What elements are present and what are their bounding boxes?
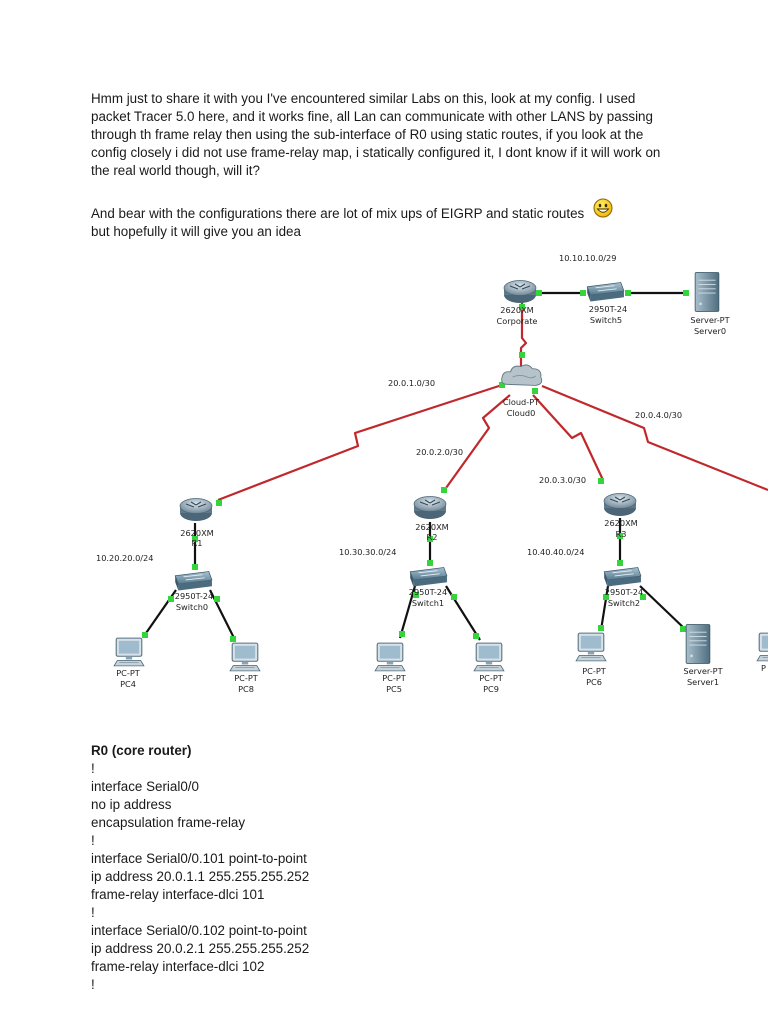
switch2-icon — [603, 567, 642, 587]
label-link-2: 20.0.2.0/30 — [416, 447, 463, 457]
switch0-icon — [174, 571, 213, 591]
eth-switch0-pc8 — [209, 589, 236, 641]
label-switch5-name: Switch5 — [590, 315, 622, 325]
label-server1-name: Server1 — [687, 677, 719, 687]
label-lan-r2: 10.30.30.0/24 — [339, 547, 396, 557]
r2-router-icon — [413, 495, 447, 520]
label-switch0-model: 2950T-24 — [175, 591, 213, 601]
label-pc9-name: PC9 — [483, 684, 499, 694]
label-switch2-name: Switch2 — [608, 598, 640, 608]
switch1-icon — [409, 567, 448, 587]
label-server1-model: Server-PT — [683, 666, 723, 676]
label-cloud-model: Cloud-PT — [503, 397, 540, 407]
intro-line: packet Tracer 5.0 here, and it works fin… — [91, 109, 653, 124]
config-line: ip address 20.0.2.1 255.255.255.252 — [91, 941, 310, 956]
network-topology-diagram: 10.10.10.0/29 2620XM Corporate 2950T-24 … — [96, 253, 768, 694]
config-line: frame-relay interface-dlci 102 — [91, 959, 265, 974]
label-link-3: 20.0.3.0/30 — [539, 475, 586, 485]
label-cloud-name: Cloud0 — [507, 408, 536, 418]
label-corporate-lan: 10.10.10.0/29 — [559, 253, 616, 263]
config-line: interface Serial0/0 — [91, 779, 199, 794]
config-listing: R0 (core router) ! interface Serial0/0 n… — [91, 742, 691, 994]
label-switch1-model: 2950T-24 — [409, 587, 447, 597]
switch5-icon — [586, 282, 625, 302]
serial-link-cloud-r4 — [541, 384, 768, 492]
server0-icon — [694, 272, 720, 312]
intro-paragraph: Hmm just to share it with you I've encou… — [91, 90, 691, 180]
label-r1-name: R1 — [192, 538, 203, 548]
config-line: ! — [91, 761, 95, 776]
label-pc6-name: PC6 — [586, 677, 602, 687]
label-lan-r1: 10.20.20.0/24 — [96, 553, 153, 563]
label-partial: P — [761, 663, 766, 673]
pc8-icon — [229, 642, 261, 672]
label-pc9-model: PC-PT — [479, 673, 504, 683]
label-corporate-name: Corporate — [497, 316, 538, 326]
label-pc6-model: PC-PT — [582, 666, 607, 676]
label-link-1: 20.0.1.0/30 — [388, 378, 435, 388]
label-r2-name: R2 — [427, 532, 438, 542]
label-link-4: 20.0.4.0/30 — [635, 410, 682, 420]
serial-link-cloud-r2 — [445, 394, 511, 489]
label-switch0-name: Switch0 — [176, 602, 208, 612]
config-line: ! — [91, 905, 95, 920]
pc5-icon — [374, 642, 406, 672]
config-line: frame-relay interface-dlci 101 — [91, 887, 265, 902]
label-r3-name: R3 — [616, 529, 627, 539]
pc6-icon — [575, 632, 607, 662]
label-r2-model: 2620XM — [415, 522, 449, 532]
config-line: ! — [91, 977, 95, 992]
label-switch1-name: Switch1 — [412, 598, 444, 608]
intro-line: config closely i did not use frame-relay… — [91, 145, 661, 160]
bear-line: but hopefully it will give you an idea — [91, 224, 301, 239]
r3-router-icon — [603, 492, 637, 517]
label-pc8-model: PC-PT — [234, 673, 259, 683]
label-pc4-model: PC-PT — [116, 668, 141, 678]
label-lan-r3: 10.40.40.0/24 — [527, 547, 584, 557]
serial-link-cloud-r1 — [217, 382, 506, 502]
intro-line: through th frame relay then using the su… — [91, 127, 644, 142]
label-server0-model: Server-PT — [690, 315, 730, 325]
config-line: encapsulation frame-relay — [91, 815, 246, 830]
intro-line: the real world though, will it? — [91, 163, 260, 178]
config-line: ! — [91, 833, 95, 848]
pc4-icon — [113, 637, 145, 667]
label-switch5-model: 2950T-24 — [589, 304, 627, 314]
partial-pc-icon — [756, 632, 768, 662]
config-line: interface Serial0/0.102 point-to-point — [91, 923, 307, 938]
eth-switch2-pc6 — [599, 585, 610, 631]
corporate-router-icon — [503, 279, 537, 304]
label-switch2-model: 2950T-24 — [605, 587, 643, 597]
label-server0-name: Server0 — [694, 326, 726, 336]
label-pc5-model: PC-PT — [382, 673, 407, 683]
config-heading: R0 (core router) — [91, 743, 192, 758]
config-line: interface Serial0/0.101 point-to-point — [91, 851, 307, 866]
server1-icon — [685, 624, 711, 664]
label-pc4-name: PC4 — [120, 679, 136, 689]
eth-switch2-server1 — [639, 585, 687, 631]
pc9-icon — [473, 642, 505, 672]
label-corporate-model: 2620XM — [500, 305, 534, 315]
serial-link-cloud-r3 — [532, 394, 604, 481]
label-r1-model: 2620XM — [180, 528, 214, 538]
label-pc8-name: PC8 — [238, 684, 254, 694]
config-line: ip address 20.0.1.1 255.255.255.252 — [91, 869, 310, 884]
eth-switch1-pc5 — [398, 585, 417, 639]
r1-router-icon — [179, 497, 213, 522]
intro-line: Hmm just to share it with you I've encou… — [91, 91, 636, 106]
cloud0-icon — [501, 364, 543, 386]
bear-paragraph: And bear with the configurations there a… — [91, 205, 691, 241]
bear-line: And bear with the configurations there a… — [91, 206, 585, 221]
label-pc5-name: PC5 — [386, 684, 402, 694]
grin-smiley-icon — [593, 198, 613, 218]
config-line: no ip address — [91, 797, 172, 812]
label-r3-model: 2620XM — [604, 518, 638, 528]
